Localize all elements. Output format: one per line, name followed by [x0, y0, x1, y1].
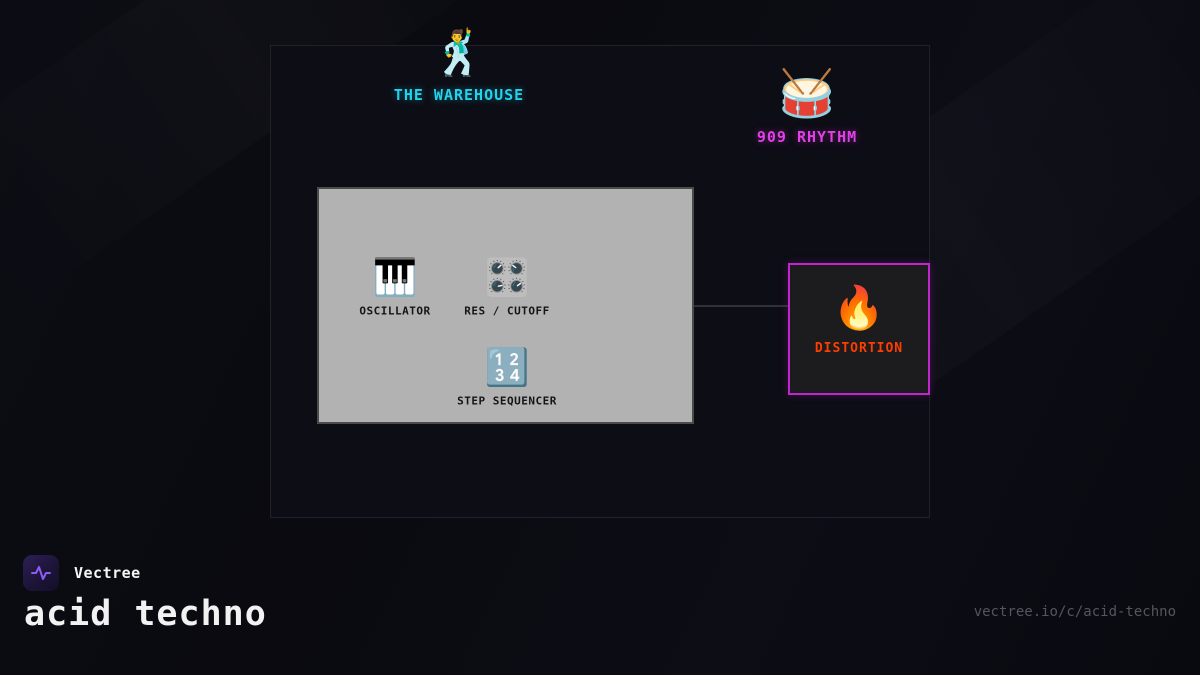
input-numbers-icon: 🔢: [484, 347, 530, 389]
page-title: acid techno: [24, 594, 267, 634]
warehouse-node[interactable]: 🕺 THE WAREHOUSE: [393, 28, 525, 105]
vectree-logo: [23, 555, 59, 591]
res-cutoff-node[interactable]: 🎛️ RES / CUTOFF: [464, 257, 550, 318]
brand-name: Vectree: [74, 564, 141, 582]
piano-keyboard-icon: 🎹: [372, 257, 418, 299]
drum-icon: 🥁: [778, 66, 836, 120]
waveform-icon: [31, 565, 51, 581]
step-sequencer-node[interactable]: 🔢 STEP SEQUENCER: [457, 347, 557, 408]
fire-icon: 🔥: [832, 283, 886, 332]
step-sequencer-label: STEP SEQUENCER: [457, 394, 557, 408]
brand-row: Vectree: [23, 555, 141, 591]
distortion-node[interactable]: 🔥 DISTORTION: [788, 263, 930, 395]
footer: Vectree acid techno vectree.io/c/acid-te…: [0, 555, 1200, 675]
dancer-icon: 🕺: [431, 28, 487, 79]
connector-line: [694, 305, 788, 307]
warehouse-label: THE WAREHOUSE: [393, 86, 525, 104]
page-url: vectree.io/c/acid-techno: [973, 604, 1176, 620]
res-cutoff-label: RES / CUTOFF: [464, 304, 550, 318]
control-knobs-icon: 🎛️: [484, 257, 530, 299]
oscillator-node[interactable]: 🎹 OSCILLATOR: [359, 257, 431, 318]
distortion-label: DISTORTION: [814, 341, 904, 356]
synth-module[interactable]: 🎹 OSCILLATOR 🎛️ RES / CUTOFF 🔢 STEP SEQU…: [317, 187, 694, 424]
rhythm-node[interactable]: 🥁 909 RHYTHM: [757, 70, 857, 146]
oscillator-label: OSCILLATOR: [359, 304, 431, 318]
rhythm-label: 909 RHYTHM: [756, 128, 858, 146]
